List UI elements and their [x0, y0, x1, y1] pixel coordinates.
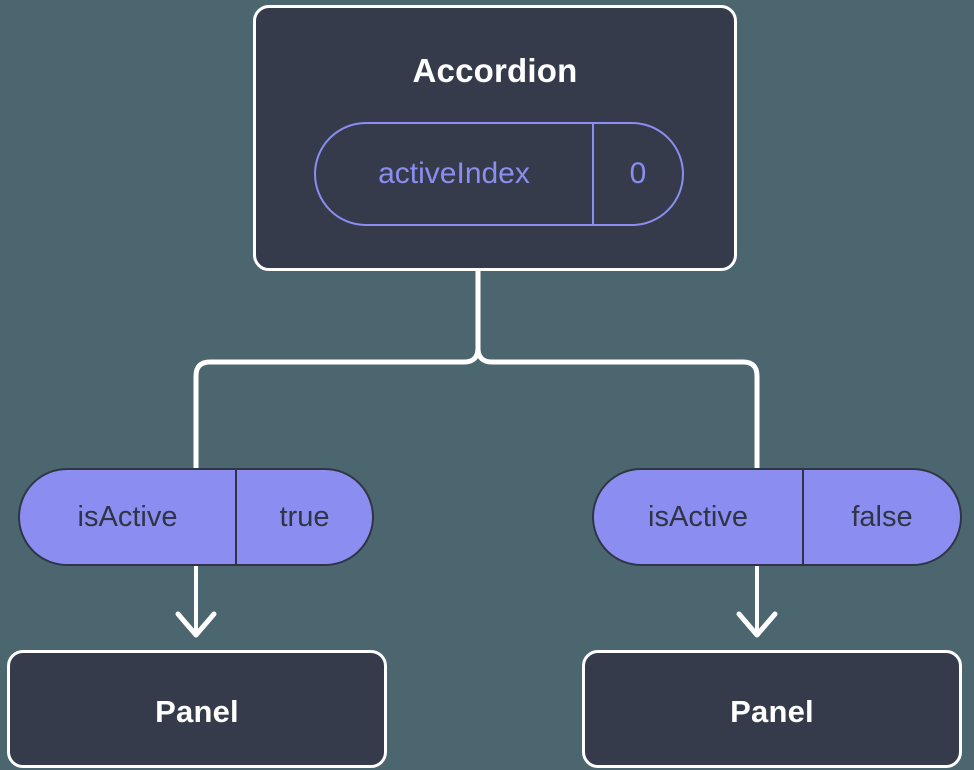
node-panel-right[interactable]: Panel: [582, 650, 962, 768]
node-panel-right-label: Panel: [730, 694, 814, 729]
state-badge-value: false: [802, 470, 960, 564]
state-badge-is-active-false[interactable]: isActive false: [592, 468, 962, 566]
node-accordion-label: Accordion: [412, 52, 578, 89]
fork-connector-path: [193, 268, 481, 471]
node-panel-left-label: Panel: [155, 694, 239, 729]
node-accordion[interactable]: Accordion activeIndex 0: [253, 5, 737, 271]
prop-badge-value: 0: [592, 124, 682, 224]
arrow-head-right: [736, 611, 778, 638]
state-badge-value: true: [235, 470, 372, 564]
node-panel-left[interactable]: Panel: [7, 650, 387, 768]
fork-connector-path-right: [475, 268, 760, 471]
state-badge-is-active-true[interactable]: isActive true: [18, 468, 374, 566]
prop-badge-active-index[interactable]: activeIndex 0: [314, 122, 684, 226]
state-badge-key: isActive: [648, 500, 748, 533]
arrow-head-left: [175, 611, 217, 638]
state-badge-key: isActive: [77, 500, 178, 533]
prop-badge-key: activeIndex: [378, 157, 530, 190]
